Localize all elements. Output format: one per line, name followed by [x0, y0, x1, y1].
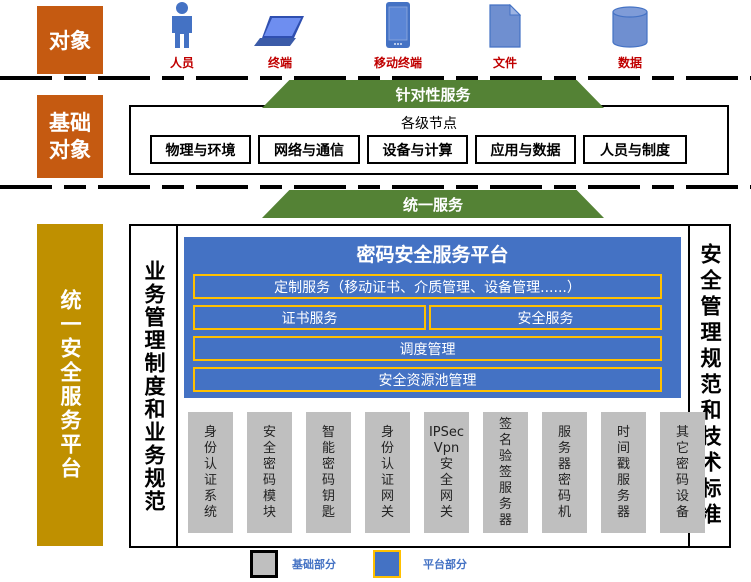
platform-title: 密码安全服务平台 — [356, 244, 509, 266]
legend-base: 基础部分 — [250, 550, 336, 578]
platform-row-custom: 定制服务（移动证书、介质管理、设备管理......） — [193, 274, 662, 299]
device-crypto-module: 安 全 密 码 模 块 — [247, 412, 292, 533]
object-label: 终端 — [267, 56, 292, 70]
base-item-network: 网络与通信 — [258, 135, 360, 164]
business-management-column: 业务管理制度和业务规范 — [129, 224, 178, 548]
database-icon — [585, 0, 675, 48]
base-layer-frame: 各级节点 物理与环境 网络与通信 设备与计算 应用与数据 人员与制度 — [129, 105, 729, 175]
object-label: 文件 — [492, 56, 517, 70]
object-mobile-terminal: 移动终端 — [353, 0, 443, 71]
category-unified-platform: 统一安全服务平台 — [37, 224, 103, 546]
resource-pool-management-cell: 安全资源池管理 — [193, 367, 662, 392]
legend-swatch-base — [250, 550, 278, 578]
platform-frame: 业务管理制度和业务规范 安全管理规范和技术标准 密码安全服务平台 定制服务（移动… — [129, 224, 731, 548]
object-label: 数据 — [617, 56, 642, 70]
crypto-service-platform: 密码安全服务平台 定制服务（移动证书、介质管理、设备管理......） 证书服务… — [184, 237, 681, 398]
base-item-device: 设备与计算 — [367, 135, 468, 164]
base-item-personnel: 人员与制度 — [583, 135, 687, 164]
category-base-objects: 基础对象 — [37, 95, 103, 178]
security-service-cell: 安全服务 — [429, 305, 662, 330]
device-ipsec-vpn-gateway: IPSec Vpn 安 全 网 关 — [424, 412, 469, 533]
device-identity-auth-system: 身 份 认 证 系 统 — [188, 412, 233, 533]
platform-row-scheduling: 调度管理 — [193, 336, 662, 361]
object-terminal: 终端 — [235, 0, 325, 71]
legend-label-base: 基础部分 — [292, 558, 336, 571]
device-smart-crypto-key: 智 能 密 码 钥 匙 — [306, 412, 351, 533]
separator-dashed-top — [0, 76, 751, 80]
scheduling-management-cell: 调度管理 — [193, 336, 662, 361]
category-objects: 对象 — [37, 6, 103, 74]
object-data: 数据 — [585, 0, 675, 71]
base-layer-title: 各级节点 — [401, 116, 457, 132]
mobile-phone-icon — [353, 0, 443, 48]
legend-platform: 平台部分 — [373, 550, 467, 578]
laptop-icon — [235, 0, 325, 48]
device-signature-verify-server: 签 名 验 签 服 务 器 — [483, 412, 528, 533]
legend-label-platform: 平台部分 — [423, 558, 467, 571]
object-label: 移动终端 — [373, 56, 422, 70]
base-layer-items: 物理与环境 网络与通信 设备与计算 应用与数据 人员与制度 — [150, 135, 687, 164]
crypto-devices: 身 份 认 证 系 统 安 全 密 码 模 块 智 能 密 码 钥 匙 身 份 … — [188, 412, 705, 533]
person-icon — [137, 0, 227, 48]
base-item-physical: 物理与环境 — [150, 135, 251, 164]
object-file: 文件 — [460, 0, 550, 71]
device-identity-auth-gateway: 身 份 认 证 网 关 — [365, 412, 410, 533]
separator-dashed-middle — [0, 185, 751, 189]
legend-swatch-platform — [373, 550, 401, 578]
device-other-crypto: 其 它 密 码 设 备 — [660, 412, 705, 533]
object-label: 人员 — [169, 56, 194, 70]
category-base-objects-label: 基础对象 — [49, 110, 91, 162]
platform-row-resource-pool: 安全资源池管理 — [193, 367, 662, 392]
device-timestamp-server: 时 间 戳 服 务 器 — [601, 412, 646, 533]
certificate-service-cell: 证书服务 — [193, 305, 426, 330]
file-icon — [460, 0, 550, 48]
banner-unified-service: 统一服务 — [262, 190, 604, 218]
base-item-application: 应用与数据 — [475, 135, 576, 164]
platform-row-services: 证书服务 安全服务 — [193, 305, 662, 330]
device-server-crypto-machine: 服 务 器 密 码 机 — [542, 412, 587, 533]
custom-service-cell: 定制服务（移动证书、介质管理、设备管理......） — [193, 274, 662, 299]
banner-targeted-service: 针对性服务 — [262, 80, 604, 108]
object-person: 人员 — [137, 0, 227, 71]
